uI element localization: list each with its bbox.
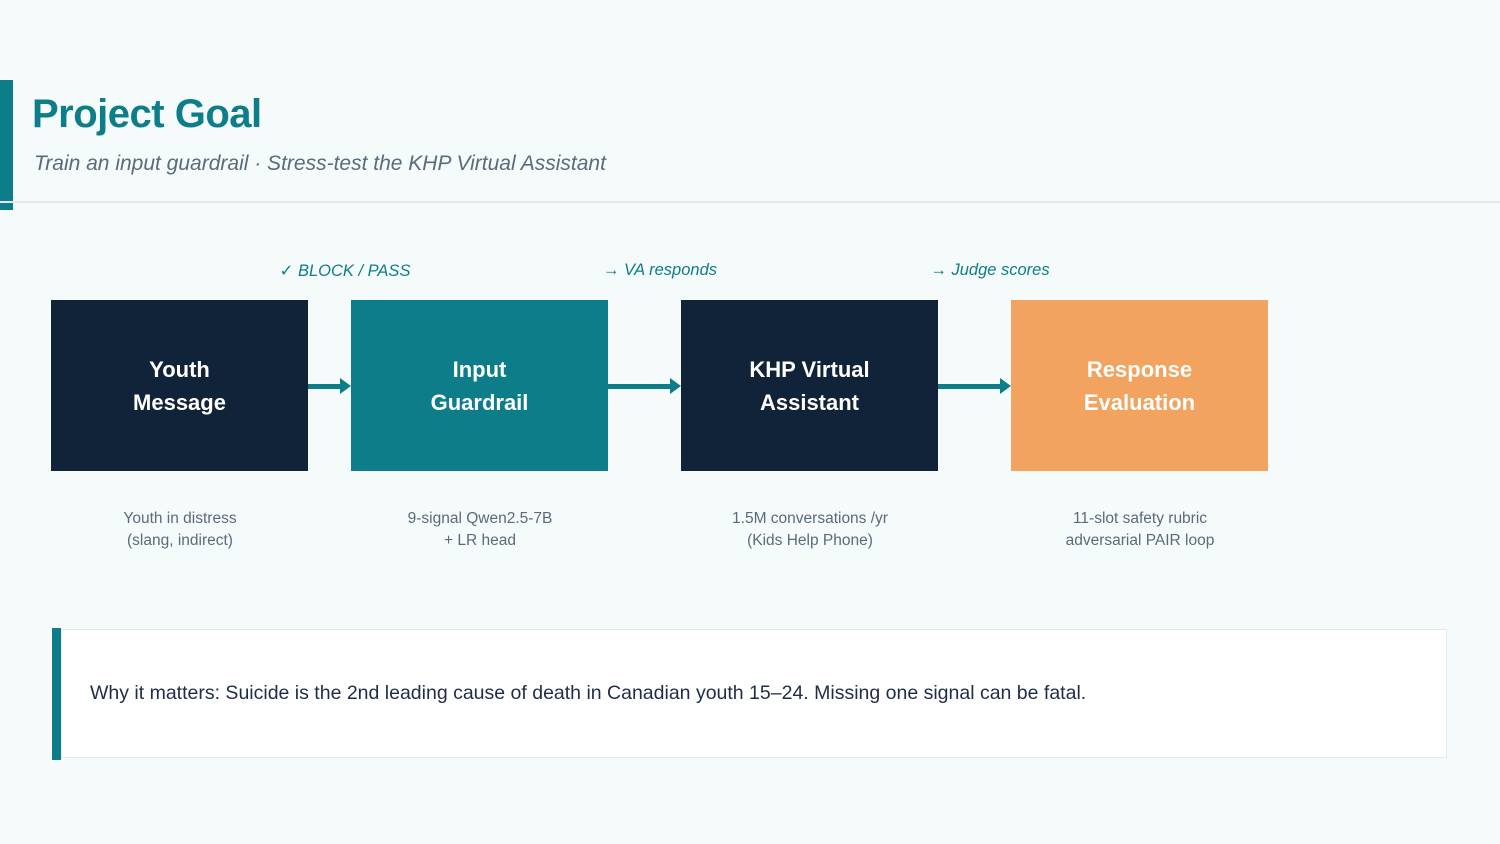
header-accent-bar [0,80,13,210]
node-title-line: Response [1086,356,1193,382]
page-title: Project Goal [32,92,262,136]
node-title-line: Message [133,389,226,415]
arrow-head-icon [340,378,351,394]
node-caption-youth-message: Youth in distress (slang, indirect) [20,508,340,552]
arrow-head-icon [670,378,681,394]
caption-line: (slang, indirect) [127,532,233,549]
caption-line: 11-slot safety rubric [1072,510,1208,527]
node-title-line: KHP Virtual [749,356,870,382]
caption-line: 1.5M conversations /yr [732,510,888,527]
header-divider [0,201,1500,203]
node-title-line: Assistant [759,389,860,415]
arrow-label-judge-scores: → Judge scores [930,261,1050,279]
flow-arrow-icon [938,378,1011,394]
node-title-line: Youth [149,356,210,382]
node-caption-khp-virtual-assistant: 1.5M conversations /yr (Kids Help Phone) [650,508,970,552]
caption-line: + LR head [444,532,516,549]
node-title-line: Input [452,356,507,382]
flow-arrow-icon [608,378,681,394]
flow-arrow-icon [308,378,351,394]
arrow-head-icon [1000,378,1011,394]
callout-accent-bar [52,628,61,760]
page-subtitle: Train an input guardrail · Stress-test t… [34,152,606,175]
arrow-label-block-pass: ✓ BLOCK / PASS [279,262,411,280]
node-response-evaluation: Response Evaluation [1011,300,1268,471]
arrow-label-va-responds: → VA responds [602,261,718,279]
caption-line: Youth in distress [123,510,237,527]
node-khp-virtual-assistant: KHP Virtual Assistant [681,300,938,471]
why-it-matters-callout: Why it matters: Suicide is the 2nd leadi… [61,629,1447,758]
caption-line: (Kids Help Phone) [747,532,873,549]
arrow-line [938,383,1002,389]
caption-line: adversarial PAIR loop [1065,532,1215,549]
caption-line: 9-signal Qwen2.5-7B [407,510,553,527]
callout-text: Why it matters: Suicide is the 2nd leadi… [90,682,1087,704]
arrow-line [608,383,672,389]
node-caption-response-evaluation: 11-slot safety rubric adversarial PAIR l… [980,508,1300,552]
arrow-line [308,383,342,389]
node-caption-input-guardrail: 9-signal Qwen2.5-7B + LR head [320,508,640,552]
node-title-line: Guardrail [430,389,529,415]
node-title-line: Evaluation [1083,389,1196,415]
node-youth-message: Youth Message [51,300,308,471]
node-input-guardrail: Input Guardrail [351,300,608,471]
